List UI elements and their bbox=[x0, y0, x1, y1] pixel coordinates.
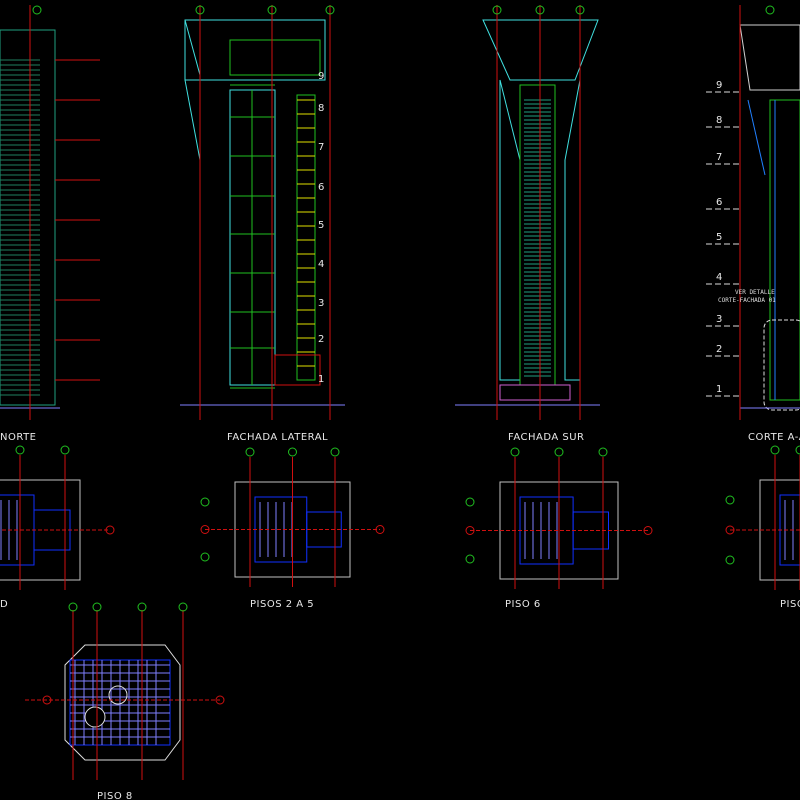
cab-window bbox=[229, 39, 321, 76]
axis-marker bbox=[42, 695, 52, 705]
axis-marker bbox=[92, 602, 102, 612]
axis-marker bbox=[288, 447, 297, 457]
floor-level-label: 6 bbox=[716, 197, 722, 208]
detail-callout-line2: CORTE-FACHADA 01 bbox=[718, 297, 776, 304]
section-shaft bbox=[769, 99, 800, 401]
axis-marker bbox=[575, 5, 585, 15]
cab-strut bbox=[184, 19, 201, 161]
floor-level-label: 8 bbox=[716, 115, 722, 126]
axis-marker bbox=[598, 447, 608, 457]
plan-piso-8-outline bbox=[64, 644, 181, 761]
axis-marker bbox=[770, 445, 780, 455]
axis-marker bbox=[200, 497, 210, 507]
axis-marker bbox=[195, 5, 205, 15]
floor-level-label: 8 bbox=[318, 103, 324, 114]
axis-marker bbox=[725, 495, 735, 505]
axis-marker bbox=[725, 525, 735, 535]
base-masonry bbox=[274, 354, 321, 386]
axis-marker bbox=[465, 526, 475, 535]
floor-level-label: 6 bbox=[318, 182, 324, 193]
axis-marker bbox=[60, 445, 70, 455]
floor-level-label: 4 bbox=[716, 272, 722, 283]
floor-level-label: 1 bbox=[716, 384, 722, 395]
floor-level-label: 3 bbox=[716, 314, 722, 325]
section-title-corte: CORTE A-A' bbox=[748, 432, 800, 443]
axis-marker bbox=[68, 602, 78, 612]
sloped-wall bbox=[747, 99, 766, 176]
floor-level-label: 4 bbox=[318, 259, 324, 270]
axis-marker bbox=[137, 602, 147, 612]
elevation-title-norte: NORTE bbox=[0, 432, 37, 443]
axis-marker bbox=[200, 552, 210, 562]
plan-pisos-2-5-core bbox=[306, 511, 342, 548]
axis-marker bbox=[245, 447, 255, 457]
axis-marker bbox=[375, 525, 385, 534]
plan-title-piso-1: D bbox=[0, 599, 8, 610]
drawing-geometry bbox=[0, 5, 800, 780]
axis-marker bbox=[32, 5, 42, 15]
axis-marker bbox=[535, 5, 545, 15]
axis-marker bbox=[643, 526, 653, 535]
pier-right bbox=[564, 79, 581, 381]
axis-marker bbox=[554, 447, 564, 457]
axis-marker bbox=[492, 5, 502, 15]
floor-level-label: 7 bbox=[716, 152, 722, 163]
axis-marker bbox=[267, 5, 277, 15]
floor-level-label: 9 bbox=[318, 71, 324, 82]
cab-sur bbox=[482, 19, 599, 81]
axis-marker bbox=[215, 695, 225, 705]
plan-title-piso-7: PISO bbox=[780, 599, 800, 610]
elevation-title-lateral: FACHADA LATERAL bbox=[227, 432, 328, 443]
axis-marker bbox=[15, 445, 25, 455]
floor-level-label: 9 bbox=[716, 80, 722, 91]
axis-marker bbox=[200, 525, 210, 534]
floor-level-label: 5 bbox=[716, 232, 722, 243]
axis-marker bbox=[105, 525, 115, 535]
spiral-stair bbox=[108, 685, 128, 705]
plan-title-piso-8: PISO 8 bbox=[97, 791, 133, 800]
axis-marker bbox=[465, 554, 475, 564]
floor-levels-corte: 1 2 3 4 5 6 7 8 9 bbox=[706, 80, 740, 397]
floor-level-label: 2 bbox=[716, 344, 722, 355]
axis-marker bbox=[765, 5, 775, 15]
pier-left bbox=[499, 79, 521, 381]
detail-bubble bbox=[763, 319, 800, 411]
floor-level-label: 5 bbox=[318, 220, 324, 231]
floor-level-label: 1 bbox=[318, 374, 324, 385]
tower-body-norte bbox=[0, 29, 56, 406]
cab-lateral bbox=[184, 19, 326, 81]
elevation-title-sur: FACHADA SUR bbox=[508, 432, 585, 443]
cab-corte bbox=[739, 24, 800, 91]
floor-level-label: 2 bbox=[318, 334, 324, 345]
floor-level-label: 7 bbox=[318, 142, 324, 153]
axis-marker bbox=[725, 555, 735, 565]
axis-marker bbox=[510, 447, 520, 457]
axis-marker bbox=[325, 5, 335, 15]
axis-marker bbox=[795, 445, 800, 455]
base-sur bbox=[499, 384, 571, 401]
plan-title-pisos-2-5: PISOS 2 A 5 bbox=[250, 599, 314, 610]
floor-level-label: 3 bbox=[318, 298, 324, 309]
floor-levels-lateral: 1 2 3 4 5 6 7 8 9 bbox=[318, 71, 324, 385]
axis-marker bbox=[178, 602, 188, 612]
plan-title-piso-6: PISO 6 bbox=[505, 599, 541, 610]
axis-marker bbox=[465, 497, 475, 507]
axis-marker bbox=[330, 447, 340, 457]
detail-callout-line1: VER DETALLE bbox=[735, 289, 775, 296]
stair-column bbox=[296, 94, 316, 381]
table-round bbox=[84, 706, 106, 728]
